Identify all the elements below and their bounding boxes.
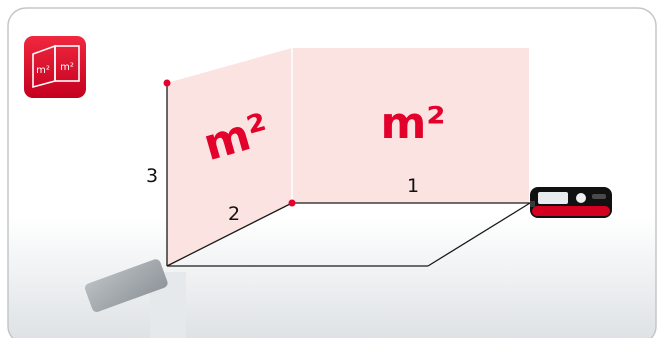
corner-point-marker [288,199,296,207]
floor-right-edge [427,202,531,267]
back-wall [292,48,529,203]
length-measurement-label: 1 [407,175,419,197]
back-wall-area-label: m² [380,98,445,149]
side-measurement-label: 2 [228,203,240,225]
left-wall [167,48,292,266]
top-point-marker [163,79,171,87]
operator-head [84,259,168,312]
floor-left-edge [166,202,293,267]
badge-left-unit: m² [36,65,50,76]
height-measurement-label: 3 [146,165,158,187]
area-walls-icon: m² m² [24,36,86,98]
laser-distance-meter-icon [530,187,612,218]
badge-right-unit: m² [60,62,74,73]
